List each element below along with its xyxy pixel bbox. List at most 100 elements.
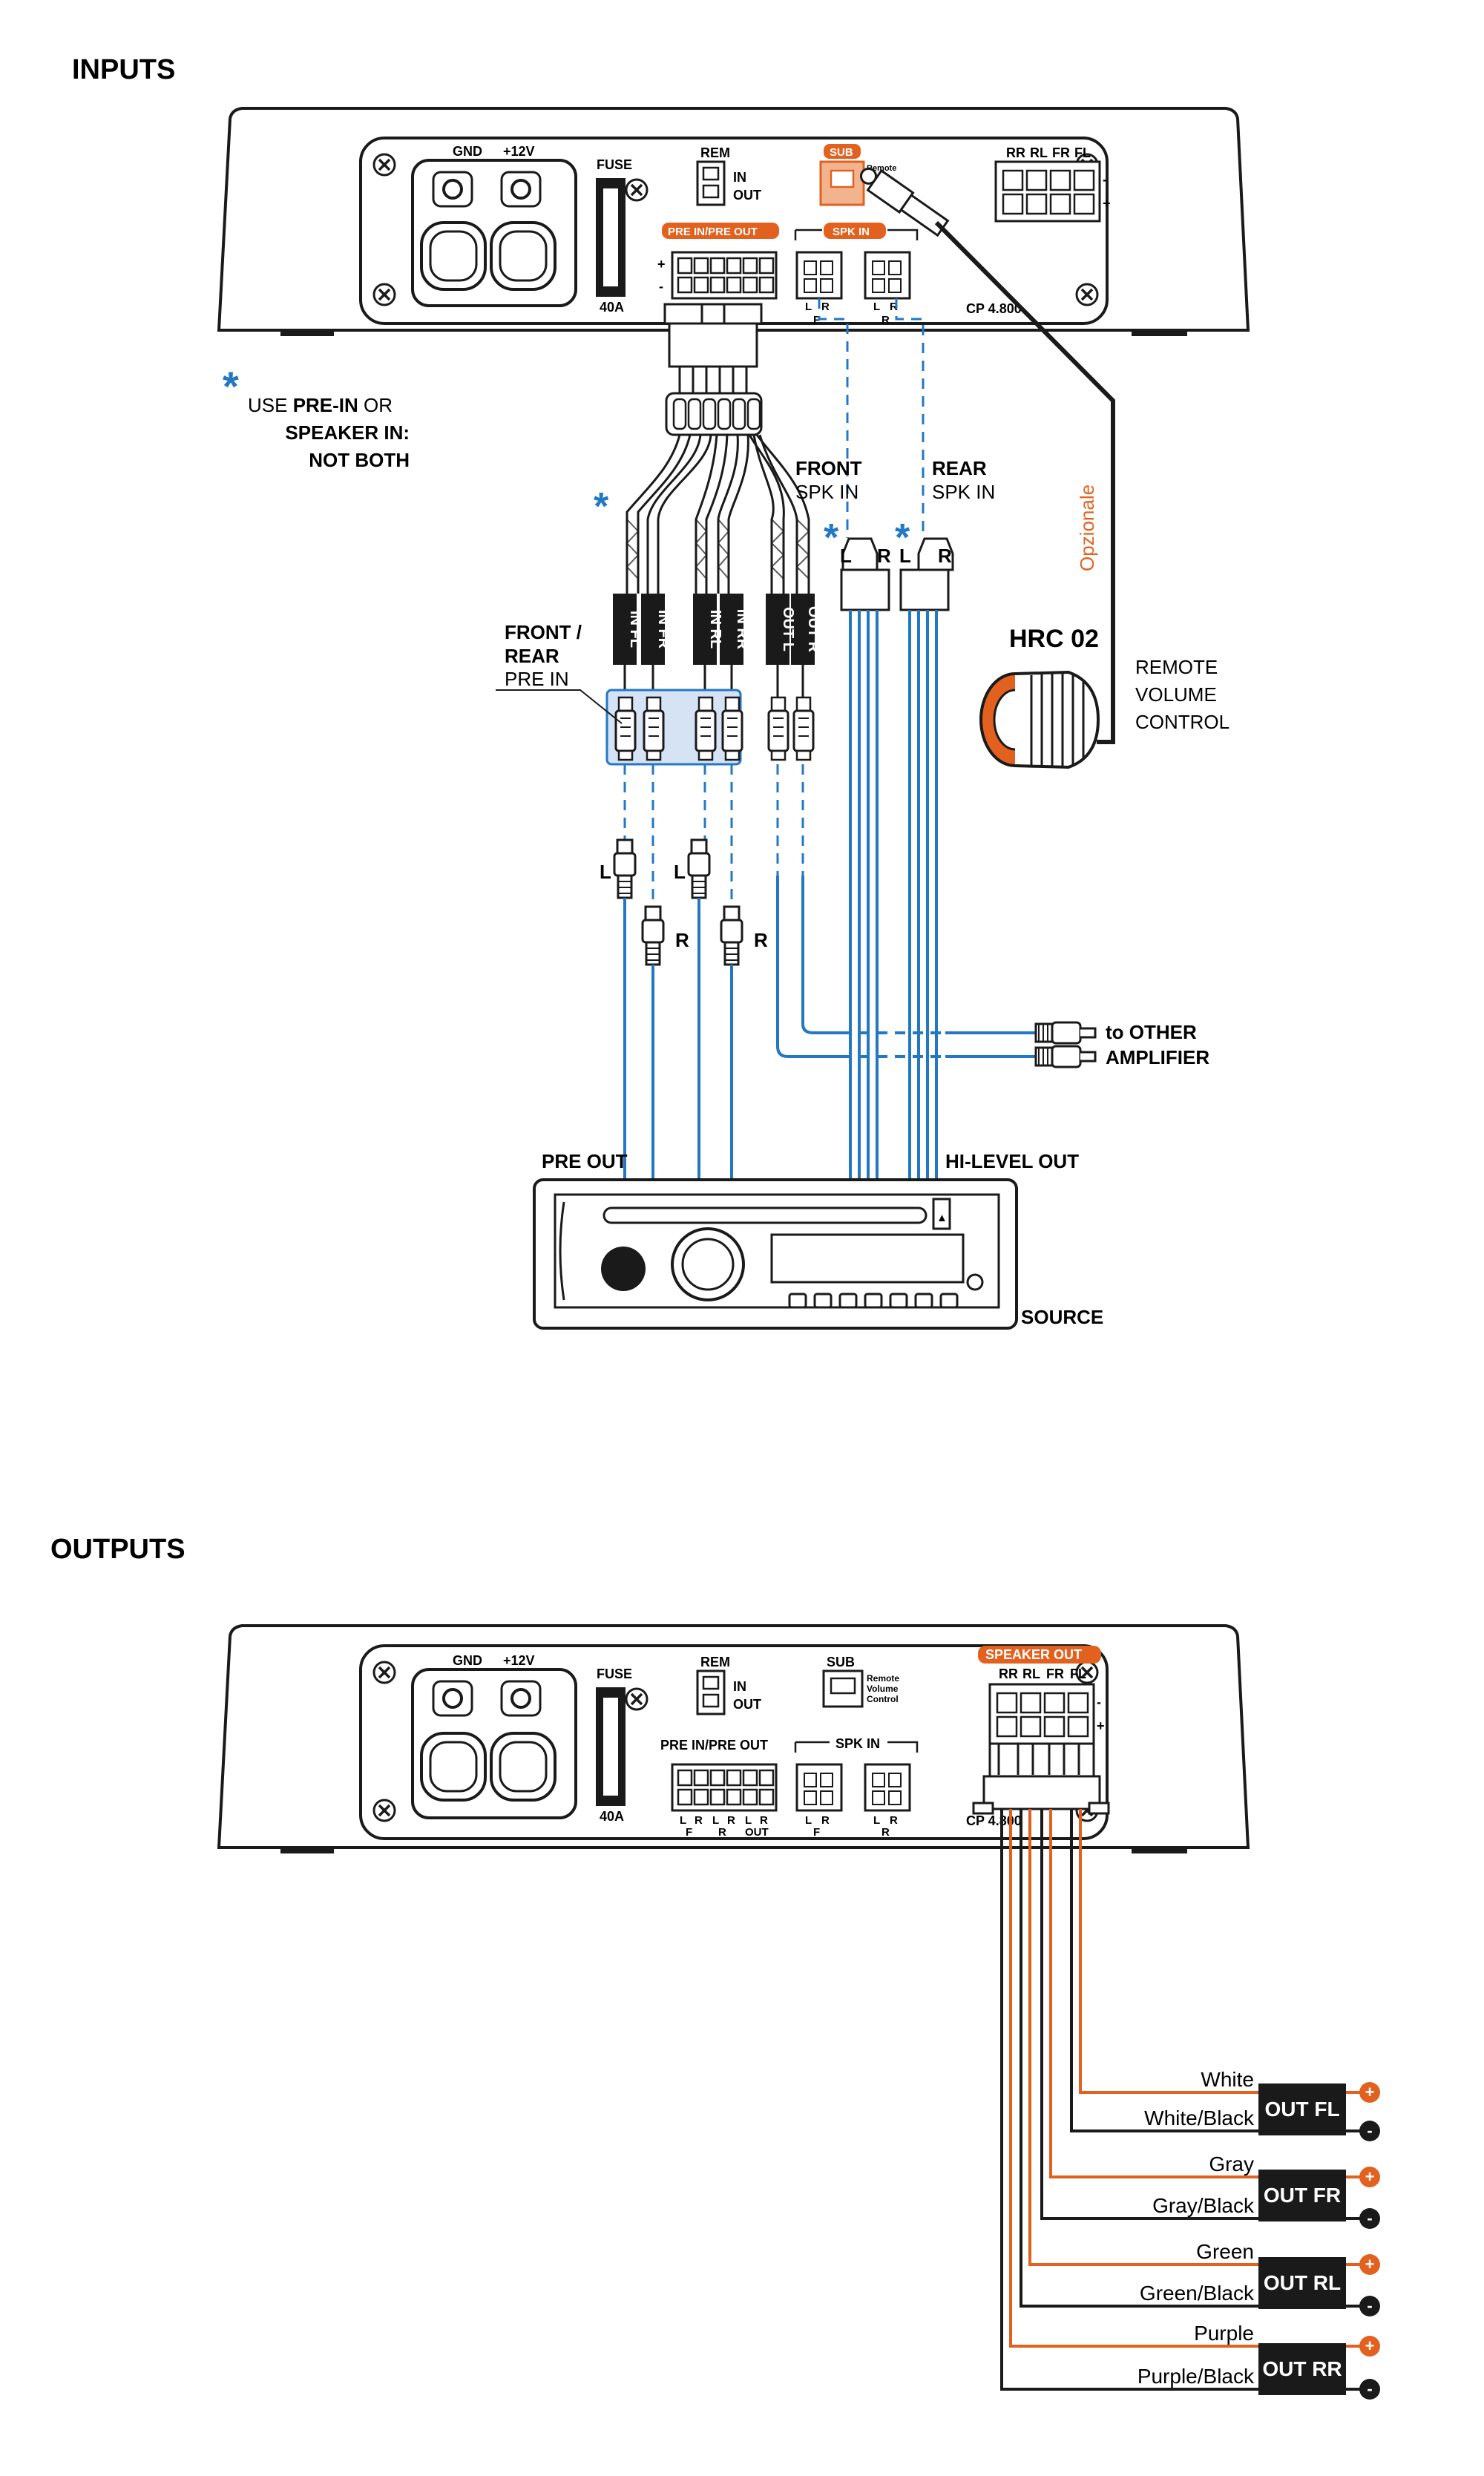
rem-label: REM — [700, 1655, 730, 1669]
remote-desc: CONTROL — [1135, 711, 1229, 733]
note-line1: USE — [248, 394, 293, 416]
harness-out-r-label: OUT R — [805, 606, 821, 653]
spk-in-r: R — [890, 1814, 898, 1827]
front-rear-label: FRONT / — [505, 621, 582, 643]
spk-in-l: L — [873, 301, 880, 313]
pre-out-label: PRE OUT — [542, 1150, 628, 1172]
front-rear-label: REAR — [505, 645, 559, 667]
rear-spk-in-sub-label: SPK IN — [932, 481, 995, 503]
rear-spk-in-label: REAR — [932, 457, 987, 479]
hi-level-out-label: HI-LEVEL OUT — [945, 1150, 1079, 1172]
polarity-plus: + — [1097, 1718, 1105, 1733]
pre-l: L — [712, 1814, 719, 1827]
spk-in-f: F — [813, 314, 820, 326]
fuse-label: FUSE — [597, 157, 632, 172]
wire-color-minus-label: Green/Black — [1140, 2282, 1255, 2305]
pre-r-group: R — [718, 1826, 726, 1839]
wire-color-plus-label: Purple — [1194, 2322, 1254, 2345]
plus-terminal-icon — [1359, 2082, 1380, 2103]
rca-r: R — [675, 929, 689, 951]
gnd-label: GND — [453, 1653, 482, 1668]
model-label: CP 4.800 — [966, 1813, 1022, 1828]
rca-female-icon — [614, 696, 815, 761]
pre-r: R — [727, 1814, 735, 1827]
rca-plug-icon — [720, 905, 743, 966]
channel-label-top: RL — [1030, 145, 1048, 160]
note-line1-bold: PRE-IN — [293, 394, 358, 416]
front-spk-in-sub-label: SPK IN — [795, 481, 858, 503]
hrc02-remote: Opzionale HRC 02 REMOTE VOLUME CONTROL — [934, 220, 1229, 769]
amplifier-top: GND +12V FUSE 40A REM IN OUT SUB Remote — [217, 107, 1250, 336]
speaker-output-wires — [1000, 1809, 1258, 2391]
channel-label: RL — [1022, 1666, 1040, 1681]
plug-r: R — [877, 545, 891, 567]
inputs-heading: INPUTS — [72, 54, 175, 85]
screw-icon — [372, 1661, 396, 1684]
spk-in-l: L — [873, 1814, 880, 1827]
polarity-minus: - — [1103, 172, 1107, 187]
polarity-plus: + — [1103, 196, 1111, 211]
rca-plug-icon — [613, 838, 637, 899]
wire-color-minus-label: Purple/Black — [1137, 2365, 1255, 2388]
harness-in-fl-label: IN FL — [627, 611, 643, 648]
screw-icon — [1075, 283, 1099, 306]
remote-volume-label: Control — [867, 1694, 899, 1704]
rca-harness: * IN FL IN FR IN RL IN RR OUT L OUT R — [496, 303, 821, 766]
harness-out-l-label: OUT L — [780, 607, 796, 651]
plus-sign: + — [1365, 2167, 1375, 2186]
other-amp-label: to OTHER — [1106, 1021, 1197, 1043]
model-label: CP 4.800 — [966, 301, 1022, 316]
spk-in-r: R — [821, 1814, 830, 1827]
harness-in-rr-label: IN RR — [734, 609, 750, 650]
rem-label: REM — [700, 145, 730, 160]
pre-in-pre-out-label: PRE IN/PRE OUT — [660, 1738, 768, 1753]
spk-in-r-group: R — [881, 314, 890, 326]
wire-color-minus-label: Gray/Black — [1152, 2194, 1255, 2217]
output-channel-label: OUT RL — [1264, 2271, 1341, 2294]
pre-l: L — [680, 1814, 686, 1827]
speaker-in-wiring: FRONT SPK IN REAR SPK IN * * L R L R — [795, 298, 995, 1180]
screw-icon — [372, 153, 396, 177]
pre-out: OUT — [745, 1826, 769, 1839]
spk-in-r: R — [890, 301, 898, 313]
harness-in-rl-label: IN RL — [707, 610, 723, 648]
note-line2: SPEAKER IN: — [285, 421, 410, 444]
speaker-plug-icon — [840, 537, 954, 611]
speaker-out-label: SPEAKER OUT — [985, 1647, 1082, 1662]
outputs-heading: OUTPUTS — [50, 1534, 186, 1565]
pre-in-label: PRE IN — [505, 668, 569, 690]
rca-l: L — [674, 861, 686, 883]
asterisk-icon: * — [223, 363, 239, 410]
remote-name: HRC 02 — [1009, 625, 1099, 653]
asterisk-icon: * — [824, 516, 839, 559]
spk-in-l: L — [805, 301, 812, 313]
plus-terminal-icon — [1359, 2336, 1380, 2357]
remote-desc: VOLUME — [1135, 683, 1217, 706]
fuse-label: FUSE — [597, 1666, 632, 1681]
source-label: SOURCE — [1021, 1306, 1103, 1328]
plus12v-label: +12V — [503, 144, 535, 159]
wire-color-plus-label: Gray — [1209, 2152, 1254, 2175]
polarity-minus: - — [659, 279, 663, 294]
output-channel-box — [1258, 2257, 1346, 2309]
rem-in-label: IN — [733, 1679, 746, 1694]
other-amp-label: AMPLIFIER — [1106, 1046, 1209, 1068]
output-channel-box — [1258, 2170, 1346, 2221]
sub-label: SUB — [830, 146, 853, 159]
spk-in-label: SPK IN — [835, 1736, 880, 1751]
minus-sign: - — [1367, 2209, 1372, 2227]
volume-knob-icon — [979, 670, 1100, 769]
minus-sign: - — [1367, 2380, 1372, 2398]
rca-plug-icon — [1034, 1045, 1097, 1068]
spk-in-f: F — [813, 1826, 820, 1839]
pre-r: R — [695, 1814, 703, 1827]
output-channel-box — [1258, 2343, 1346, 2395]
rca-plug-icon — [1034, 1021, 1097, 1045]
svg-text:USE PRE-IN OR: USE PRE-IN OR — [248, 394, 393, 416]
minus-sign: - — [1367, 2296, 1372, 2315]
plus-sign: + — [1365, 2337, 1375, 2355]
rca-plug-wiring: L R L R to OTHER AMPLIFIER — [600, 764, 1209, 1180]
asterisk-icon: * — [895, 516, 910, 559]
minus-terminal-icon — [1359, 2296, 1380, 2316]
